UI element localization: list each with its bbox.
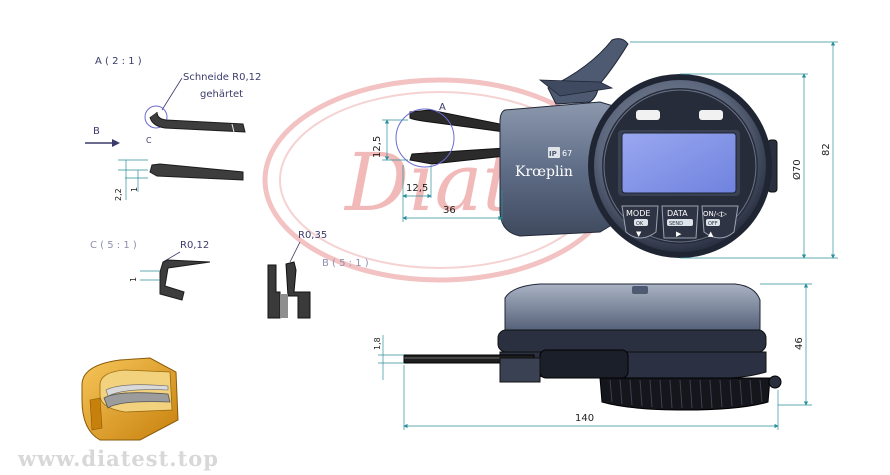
dial-inner-ring (603, 89, 757, 243)
dim-jaw-height: 12,5 (372, 136, 383, 158)
detail-c-shape (159, 259, 211, 301)
view-b-label: B (93, 126, 100, 137)
lever-base (538, 79, 614, 97)
knurl-teeth (609, 379, 763, 409)
knurled-wheel (599, 377, 771, 411)
jaw-highlight (231, 123, 235, 133)
housing-band (497, 329, 767, 353)
jaw-mount (499, 357, 541, 383)
button-mode-sub-bg (634, 219, 648, 226)
lcd-display (621, 132, 737, 194)
leader-line (289, 241, 301, 263)
button-on-off-sub: OFF (708, 221, 718, 227)
detail-b-title: B ( 5 : 1 ) (322, 258, 369, 269)
detail-a-circle (395, 108, 455, 168)
ip-rating-right: 67 (562, 149, 572, 158)
detail-a-circle-label: A (439, 102, 446, 113)
detail-c-radius: R0,12 (180, 240, 209, 251)
upper-jaw-tip (149, 111, 246, 133)
gauge-body (499, 101, 621, 237)
indicator-lamp-right (699, 110, 723, 120)
lower-jaw-tip (149, 163, 244, 181)
detail-a-note-line2: gehärtet (200, 89, 243, 100)
detail-a: A ( 2 : 1 ) Schneide R0,12 gehärtet C B … (85, 56, 261, 201)
view-arrow-head (112, 139, 120, 147)
dim-reach: 36 (443, 205, 456, 216)
button-mode-sub: OK (636, 221, 644, 227)
play-icon: ▶ (676, 230, 682, 238)
dim-height-82: 82 (821, 143, 832, 156)
button-data-label: DATA (667, 209, 688, 218)
detail-a-dim-height: 2,2 (114, 188, 123, 201)
button-on-off-sub-bg (706, 219, 720, 226)
dim-diameter: Ø70 (791, 159, 803, 180)
front-dimensions (382, 41, 838, 259)
button-mode-label: MODE (626, 209, 650, 218)
housing-button (632, 286, 648, 294)
button-mode[interactable]: MODE OK ▼ (621, 205, 659, 239)
button-data-sub-bg (667, 219, 693, 226)
side-dimensions (378, 283, 812, 430)
upper-jaw (409, 109, 506, 133)
dim-jaw-width: 12,5 (406, 183, 428, 194)
clamp-block (539, 349, 629, 379)
detail-a-title: A ( 2 : 1 ) (95, 56, 142, 67)
detail-c-dim: 1 (129, 277, 138, 282)
site-url: www.diatest.top (17, 446, 219, 471)
ip-rating-left: IP (549, 150, 557, 158)
indicator-lamp-left (636, 110, 660, 120)
up-arrow-icon: ▲ (708, 230, 714, 238)
detail-c-title: C ( 5 : 1 ) (90, 240, 137, 251)
button-on-off[interactable]: ON/◁▷ OFF ▲ (701, 205, 739, 239)
detail-c: C ( 5 : 1 ) R0,12 1 (90, 240, 211, 301)
dim-jaw-thickness: 1,8 (373, 337, 382, 350)
bore-section-illustration (81, 357, 179, 441)
side-knob-wheel (768, 375, 782, 389)
detail-c-circle-label: C (146, 136, 152, 145)
side-view: 1,8 46 140 (373, 283, 812, 430)
detail-a-note-line1: Schneide R0,12 (183, 72, 261, 83)
detail-c-circle (144, 105, 168, 129)
dim-height-46: 46 (794, 337, 805, 350)
button-data-sub: SEND (669, 221, 683, 227)
detail-a-dim-tip: 1 (130, 187, 139, 192)
detail-b: R0,35 B ( 5 : 1 ) (267, 230, 369, 319)
detail-b-gap (280, 294, 288, 318)
leader-line (161, 77, 183, 111)
brand-logo: Krœplin (515, 164, 573, 180)
ip-rating-badge (548, 147, 560, 158)
button-data[interactable]: DATA SEND ▶ (661, 205, 699, 239)
housing-top (504, 283, 761, 331)
detail-b-left-jaw (267, 264, 281, 319)
detail-b-right-jaw (285, 261, 311, 319)
dim-length-140: 140 (575, 413, 594, 424)
front-view: A Krœplin IP 67 MODE OK ▼ DATA (372, 38, 838, 259)
down-arrow-icon: ▼ (636, 230, 642, 238)
detail-b-radius: R0,35 (298, 230, 327, 241)
button-on-off-label: ON/◁▷ (703, 210, 727, 218)
